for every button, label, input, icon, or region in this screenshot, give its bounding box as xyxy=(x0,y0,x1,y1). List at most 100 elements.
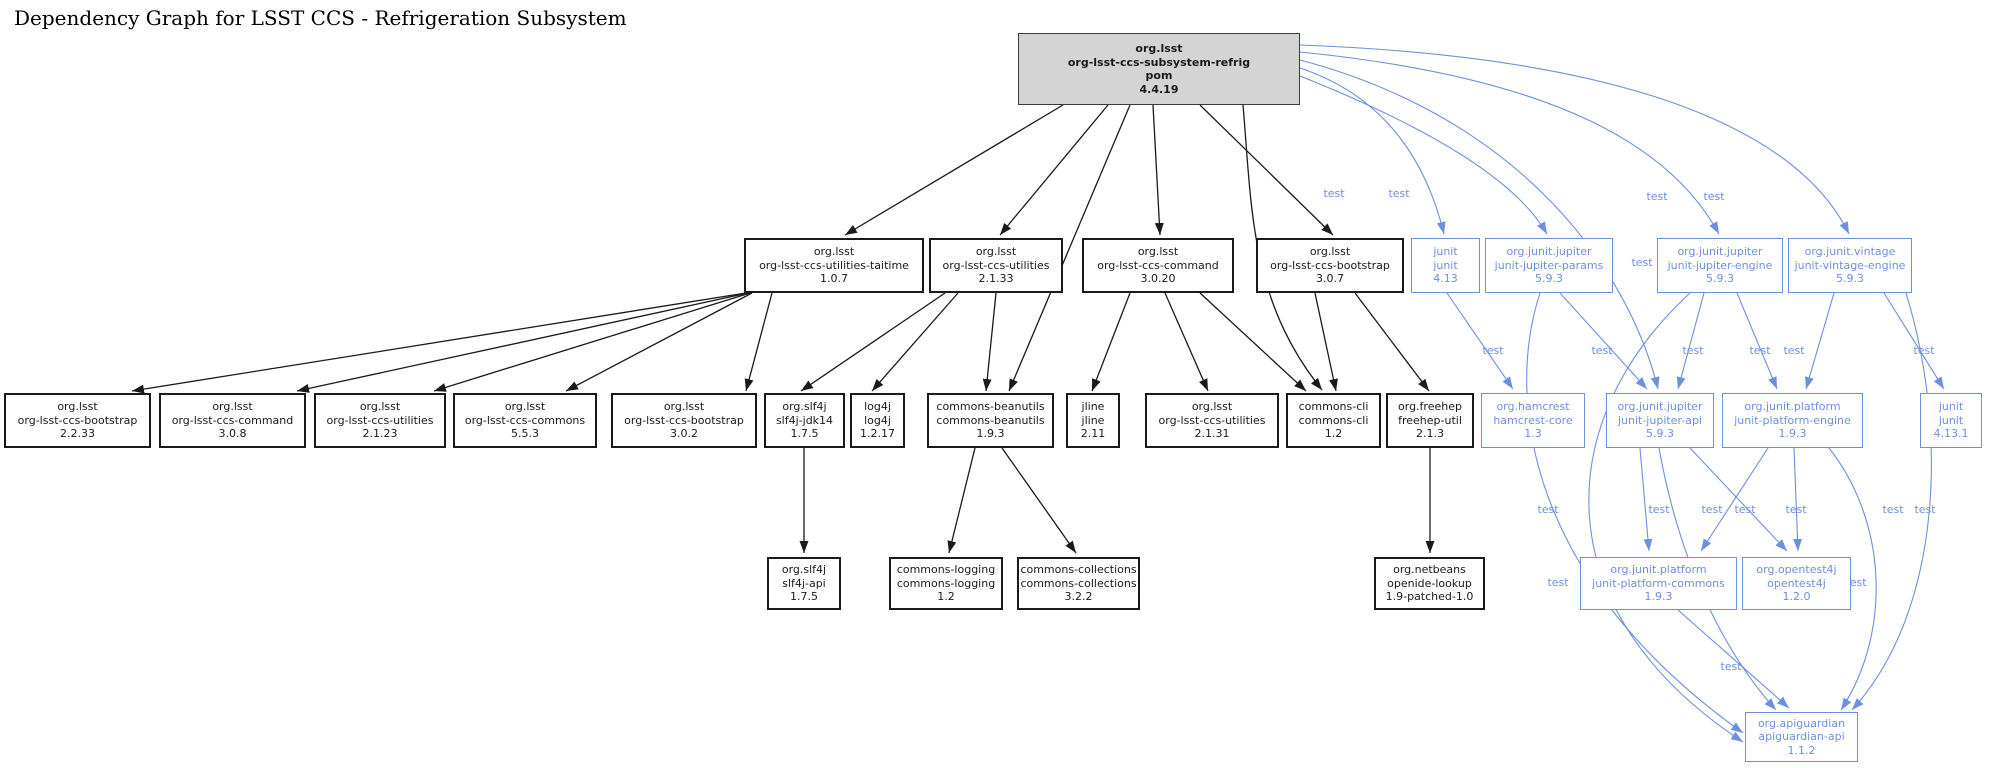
node-label-line: junit xyxy=(1433,245,1458,259)
node-label-line: junit xyxy=(1433,258,1458,272)
edge-subsystem-refrig-to-junit-jupiter-api xyxy=(1299,59,1660,390)
edge-junit-platform-engine-to-junit-platform-commons xyxy=(1700,447,1769,552)
node-label-line: org.freehep xyxy=(1398,400,1462,414)
edge-scope-label: test xyxy=(1703,190,1725,203)
node-label-line: 1.2 xyxy=(1324,427,1343,441)
node-label-line: 3.0.7 xyxy=(1316,272,1344,286)
node-label-line: org.slf4j xyxy=(782,400,827,414)
node-label-line: 2.1.33 xyxy=(978,272,1014,286)
node-label-line: commons-beanutils xyxy=(936,413,1045,427)
node-label-line: openide-lookup xyxy=(1387,576,1472,590)
node-label-line: jline xyxy=(1081,400,1105,414)
edge-junit-jupiter-engine-to-junit-jupiter-api xyxy=(1676,292,1705,390)
edge-scope-label: test xyxy=(1388,187,1410,200)
node-label-line: commons-cli xyxy=(1298,400,1369,414)
edge-scope-label: test xyxy=(1323,187,1345,200)
node-label-line: org.lsst xyxy=(504,400,546,414)
node-label-line: org-lsst-ccs-utilities xyxy=(942,258,1050,272)
node-label-line: 5.5.3 xyxy=(511,427,539,441)
node-label-line: org.junit.jupiter xyxy=(1677,245,1763,259)
node-label-line: 1.0.7 xyxy=(820,272,848,286)
edge-scope-label: test xyxy=(1720,660,1742,673)
edge-utilities-taitime-1-0-7-to-bootstrap-2-2-33 xyxy=(131,292,747,394)
node-label-line: 4.4.19 xyxy=(1139,82,1179,96)
node-label-line: junit-jupiter-params xyxy=(1494,258,1604,272)
node-label-line: 5.9.3 xyxy=(1836,272,1864,286)
node-label-line: 1.9.3 xyxy=(1778,427,1807,441)
node-label-line: org.junit.jupiter xyxy=(1617,400,1703,414)
node-label-line: org.junit.vintage xyxy=(1804,245,1896,259)
node-label-line: junit xyxy=(1938,413,1964,427)
node-label-line: 2.1.3 xyxy=(1416,427,1444,441)
edge-command-3-0-20-to-commons-cli xyxy=(1199,292,1307,392)
edge-junit-jupiter-params-to-apiguardian-api xyxy=(1526,292,1744,734)
node-label-line: org-lsst-ccs-bootstrap xyxy=(624,413,744,427)
edge-subsystem-refrig-to-junit-jupiter-params xyxy=(1299,75,1548,235)
edge-commons-beanutils-to-commons-logging xyxy=(947,447,976,554)
node-label-line: org.lsst xyxy=(1309,245,1351,259)
node-label-line: 3.0.2 xyxy=(670,427,698,441)
edge-utilities-2-1-33-to-log4j xyxy=(871,292,959,392)
edge-scope-label: test xyxy=(1631,256,1653,269)
node-label-line: 2.2.33 xyxy=(60,427,95,441)
edge-bootstrap-3-0-7-to-commons-cli xyxy=(1314,292,1338,392)
edge-utilities-taitime-1-0-7-to-commons-5-5-3 xyxy=(565,292,753,392)
edge-scope-label: test xyxy=(1547,576,1569,589)
edge-scope-label: test xyxy=(1914,503,1936,516)
edge-junit-vintage-engine-to-junit-4-13-1 xyxy=(1883,292,1945,390)
node-label-line: 5.9.3 xyxy=(1646,427,1674,441)
edge-subsystem-refrig-to-junit-vintage-engine xyxy=(1299,44,1850,235)
edge-scope-label: test xyxy=(1591,344,1613,357)
edge-junit-platform-commons-to-apiguardian-api xyxy=(1677,609,1790,709)
node-label-line: 1.1.2 xyxy=(1787,743,1816,757)
node-label-line: org.lsst xyxy=(1191,400,1233,414)
edge-junit-jupiter-engine-to-junit-platform-engine xyxy=(1736,292,1778,390)
node-label-line: 2.11 xyxy=(1080,427,1106,441)
node-label-line: 3.2.2 xyxy=(1064,590,1093,604)
node-label-line: org.lsst xyxy=(813,245,855,259)
node-label-line: org.junit.platform xyxy=(1744,400,1841,414)
edge-subsystem-refrig-to-bootstrap-3-0-7 xyxy=(1199,104,1334,236)
node-label-line: log4j xyxy=(864,400,891,414)
node-label-line: 1.2.0 xyxy=(1782,590,1811,604)
node-label-line: 2.1.31 xyxy=(1194,427,1230,441)
edge-scope-label: test xyxy=(1913,344,1935,357)
edge-command-3-0-20-to-jline xyxy=(1091,292,1131,392)
node-label-line: org-lsst-ccs-utilities-taitime xyxy=(759,258,909,272)
node-label-line: org-lsst-ccs-bootstrap xyxy=(1270,258,1390,272)
node-label-line: 1.9.3 xyxy=(976,427,1005,441)
edge-scope-label: test xyxy=(1646,190,1668,203)
node-label-line: 4.13.1 xyxy=(1933,427,1969,441)
edge-commons-beanutils-to-commons-collections xyxy=(1001,447,1077,554)
node-label-line: commons-collections xyxy=(1020,563,1137,577)
edge-junit-4-13-to-hamcrest-core xyxy=(1446,292,1514,390)
node-label-line: 1.9.3 xyxy=(1644,590,1673,604)
node-label-line: jline xyxy=(1081,413,1105,427)
node-label-line: org-lsst-ccs-utilities xyxy=(326,413,434,427)
node-label-line: hamcrest-core xyxy=(1493,413,1573,427)
edge-scope-label: test xyxy=(1785,503,1807,516)
edge-utilities-2-1-33-to-slf4j-jdk14 xyxy=(800,292,946,392)
node-label-line: opentest4j xyxy=(1767,576,1826,590)
node-label-line: junit-jupiter-api xyxy=(1617,413,1703,427)
node-label-line: org.lsst xyxy=(212,400,253,414)
node-label-line: org-lsst-ccs-command xyxy=(1097,258,1219,272)
node-label-line: org.apiguardian xyxy=(1757,716,1846,730)
node-label-line: junit-vintage-engine xyxy=(1794,258,1906,272)
node-label-line: 3.0.20 xyxy=(1140,272,1176,286)
edge-bootstrap-3-0-7-to-freehep-util xyxy=(1354,292,1430,392)
